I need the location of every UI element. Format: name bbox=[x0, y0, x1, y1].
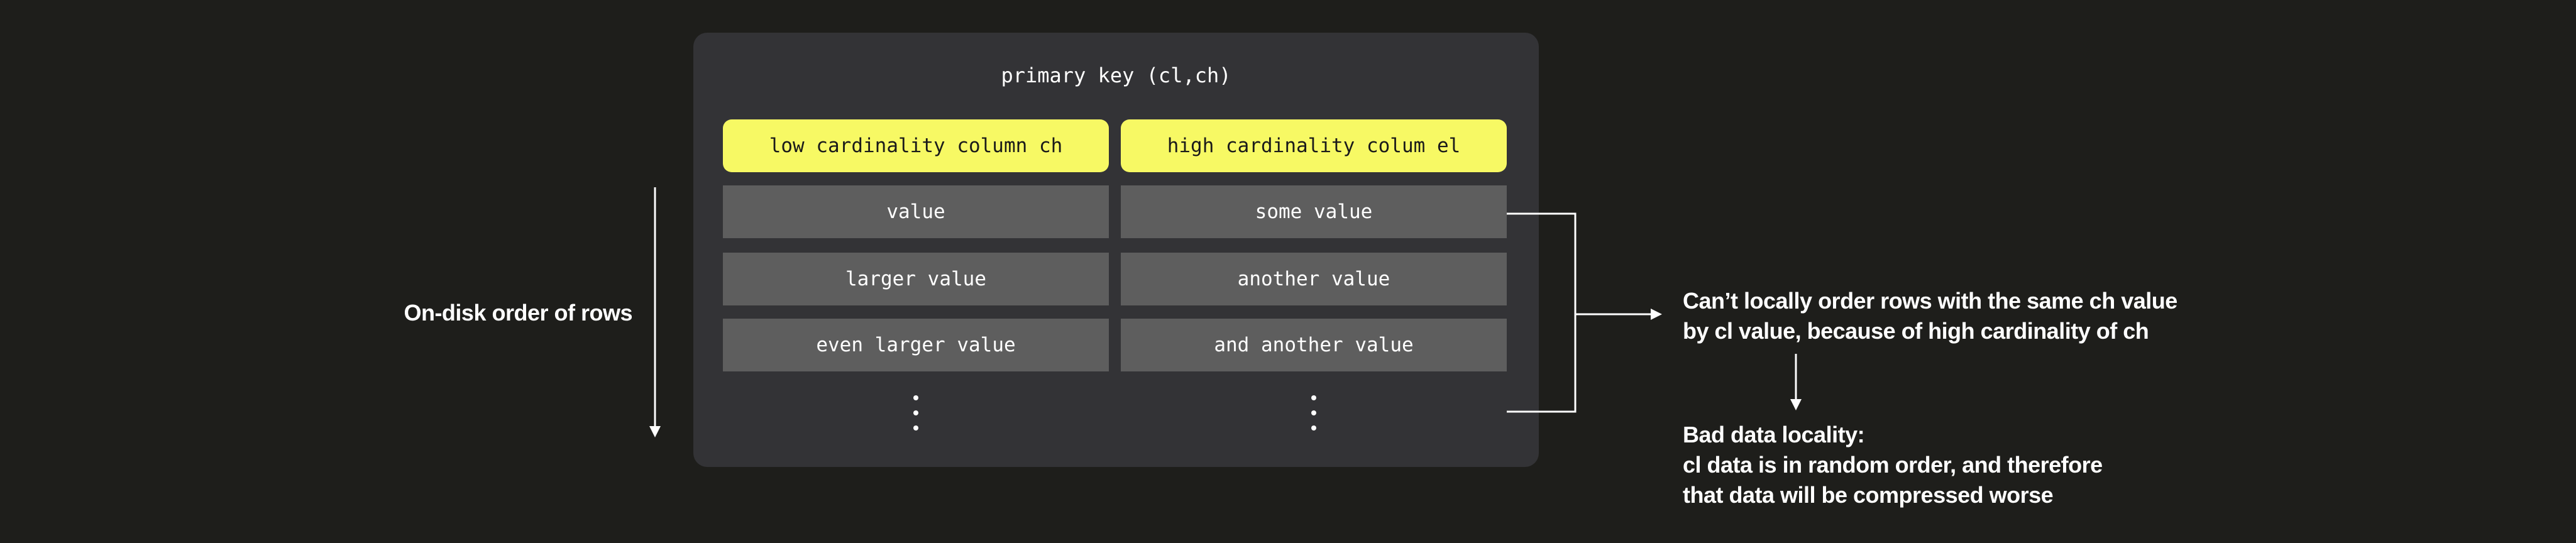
column-header-low-cardinality: low cardinality column ch bbox=[723, 119, 1109, 172]
down-arrow-icon bbox=[1790, 354, 1802, 410]
column-header-high-cardinality: high cardinality colum el bbox=[1121, 119, 1507, 172]
annotation-line: cl data is in random order, and therefor… bbox=[1683, 452, 2103, 478]
on-disk-order-label: On-disk order of rows bbox=[404, 300, 632, 326]
annotation-line: Can’t locally order rows with the same c… bbox=[1683, 288, 2177, 314]
vertical-ellipsis-icon bbox=[1311, 395, 1316, 431]
dot bbox=[913, 395, 918, 400]
annotation-cant-order: Can’t locally order rows with the same c… bbox=[1683, 286, 2177, 346]
panel-title: primary key (cl,ch) bbox=[1001, 63, 1231, 87]
table-cell: value bbox=[723, 185, 1109, 238]
table-cell: larger value bbox=[723, 253, 1109, 305]
annotation-bad-locality: Bad data locality: cl data is in random … bbox=[1683, 420, 2103, 510]
dot bbox=[1311, 425, 1316, 431]
right-arrow-icon bbox=[1575, 309, 1662, 320]
table-cell: and another value bbox=[1121, 319, 1507, 371]
annotation-line: Bad data locality: bbox=[1683, 422, 1865, 447]
primary-key-panel bbox=[693, 33, 1539, 467]
down-arrow-icon bbox=[649, 187, 661, 437]
annotation-line: by cl value, because of high cardinality… bbox=[1683, 318, 2149, 344]
annotation-line: that data will be compressed worse bbox=[1683, 482, 2054, 508]
dot bbox=[1311, 395, 1316, 400]
vertical-ellipsis-icon bbox=[913, 395, 918, 431]
dot bbox=[913, 410, 918, 415]
table-cell: another value bbox=[1121, 253, 1507, 305]
dot bbox=[1311, 410, 1316, 415]
dot bbox=[913, 425, 918, 431]
table-cell: even larger value bbox=[723, 319, 1109, 371]
table-cell: some value bbox=[1121, 185, 1507, 238]
